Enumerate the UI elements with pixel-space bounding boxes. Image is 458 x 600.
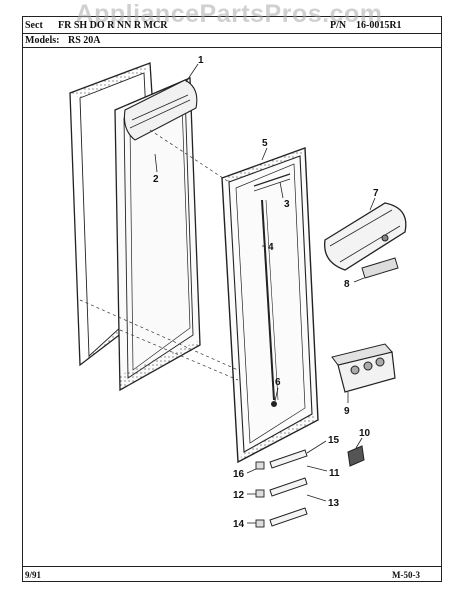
callout-2: 2 [153, 174, 159, 185]
section-label: Sect [25, 20, 43, 31]
callout-13: 13 [328, 498, 340, 509]
callout-5: 5 [262, 138, 268, 149]
callout-labels: 1 2 3 4 5 6 7 8 9 10 11 12 13 14 15 16 [153, 55, 379, 530]
bin-clip [347, 445, 365, 467]
alignment-lines [79, 129, 239, 381]
callout-14: 14 [233, 519, 245, 530]
callout-10: 10 [359, 428, 371, 439]
callout-leaders [154, 63, 376, 524]
callout-8: 8 [344, 279, 350, 290]
dairy-handle [361, 257, 399, 279]
door-panel [221, 147, 319, 464]
callout-1: 1 [198, 55, 204, 66]
callout-16: 16 [233, 469, 245, 480]
header-divider [22, 33, 442, 34]
footer-page-code: M-50-3 [392, 570, 420, 580]
callout-9: 9 [344, 406, 350, 417]
part-number: 16-0015R1 [356, 20, 402, 31]
watermark: AppliancePartsPros.com [75, 0, 383, 28]
callout-3: 3 [284, 199, 290, 210]
footer-date: 9/91 [25, 570, 42, 580]
trim-strips [255, 449, 308, 528]
diagram-frame [22, 16, 442, 582]
callout-6: 6 [275, 377, 281, 388]
section-title: FR SH DO R NN R MCR [58, 20, 168, 31]
models-divider [22, 47, 442, 48]
callout-12: 12 [233, 490, 245, 501]
dairy-door [324, 202, 407, 271]
part-number-label: P/N [330, 20, 347, 31]
callout-15: 15 [328, 435, 340, 446]
callout-11: 11 [329, 468, 340, 479]
door-bin [331, 343, 396, 393]
door-liner [114, 77, 201, 392]
models-label: Models: [25, 35, 60, 46]
callout-7: 7 [373, 188, 379, 199]
footer-divider [22, 566, 442, 567]
callout-4: 4 [268, 242, 274, 253]
models-value: RS 20A [68, 35, 101, 46]
